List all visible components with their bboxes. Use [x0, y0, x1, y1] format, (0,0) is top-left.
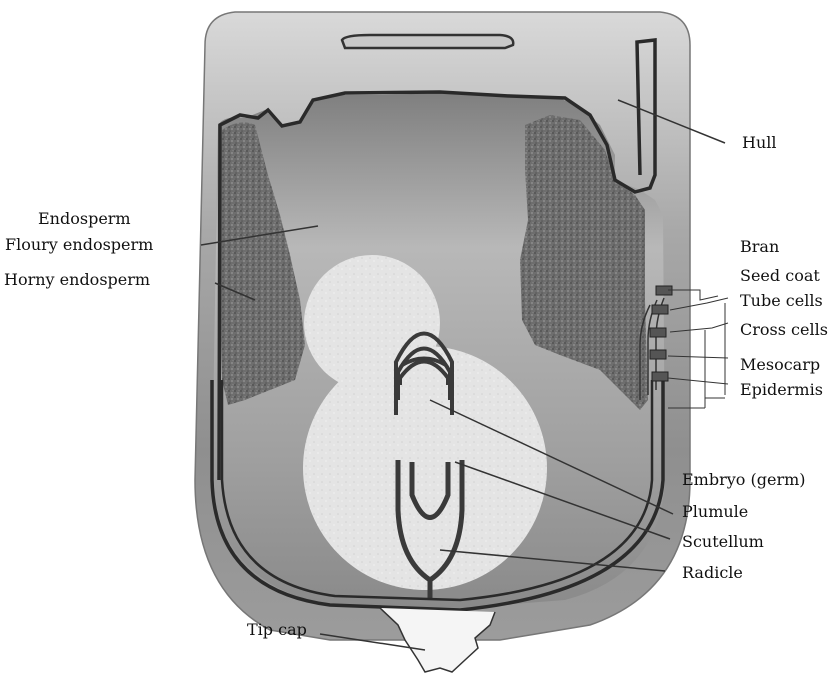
label-endosperm: Endosperm: [38, 209, 131, 229]
label-plumule: Plumule: [682, 502, 748, 522]
label-bran: Bran: [740, 237, 779, 257]
label-floury-endosperm: Floury endosperm: [5, 235, 153, 255]
label-embryo: Embryo (germ): [682, 470, 806, 490]
label-tube-cells: Tube cells: [740, 291, 823, 311]
label-cross-cells: Cross cells: [740, 320, 828, 340]
label-radicle: Radicle: [682, 563, 743, 583]
label-seed-coat: Seed coat: [740, 266, 820, 286]
label-horny-endosperm: Horny endosperm: [4, 270, 150, 290]
label-epidermis: Epidermis: [740, 380, 823, 400]
label-hull: Hull: [742, 133, 777, 153]
hull-top-notch: [342, 35, 513, 48]
label-mesocarp: Mesocarp: [740, 355, 820, 375]
label-tip-cap: Tip cap: [247, 620, 307, 640]
label-scutellum: Scutellum: [682, 532, 764, 552]
